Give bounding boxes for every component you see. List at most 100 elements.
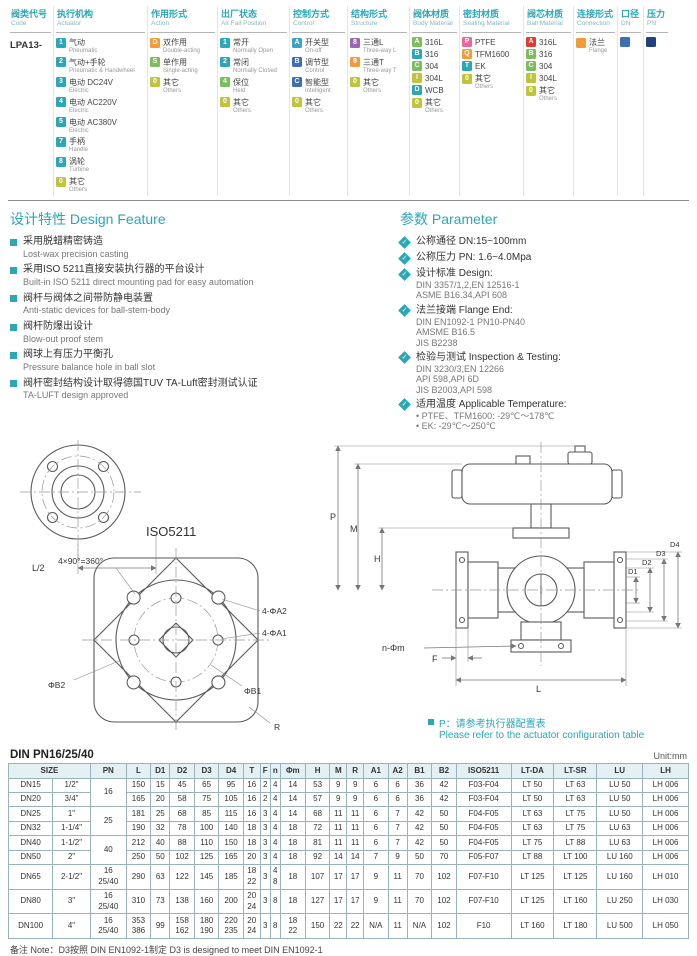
- dimension-cell: LU 50: [596, 791, 644, 808]
- dimension-cell: 220 235: [218, 913, 244, 940]
- code-label-cn: 常闭: [233, 57, 249, 67]
- dimension-cell: LU 50: [596, 777, 644, 793]
- code-label-en: Single-acting: [163, 67, 198, 74]
- size-dn-cell: DN100: [7, 913, 54, 940]
- dimension-cell: 42: [406, 806, 433, 822]
- pn-cell: 16 25/40: [89, 913, 127, 940]
- code-square: B: [526, 49, 536, 59]
- dimension-cell: 99: [150, 913, 171, 940]
- code-label-cn: 其它: [233, 97, 249, 107]
- dimension-cell: 18: [279, 835, 306, 851]
- dimension-cell: 65: [193, 777, 220, 793]
- dimension-cell: 73: [150, 888, 171, 915]
- code-label-en: Electric: [69, 127, 89, 134]
- dimension-cell: 9: [363, 888, 389, 915]
- dimension-cell: 250: [125, 849, 152, 865]
- code-label-cn: WCB: [425, 85, 444, 95]
- code-square: I: [412, 73, 422, 83]
- dimension-cell: 9: [329, 791, 348, 808]
- code-square: D: [150, 37, 160, 48]
- code-label-en: Normally Closed: [233, 67, 278, 74]
- dimension-cell: F03-F04: [455, 791, 512, 808]
- pn-cell: 25: [89, 806, 127, 837]
- column-title-en: Sealing Material: [463, 20, 510, 27]
- dimension-cell: F05-F07: [455, 849, 512, 865]
- dimension-cell: 3: [259, 806, 271, 822]
- size-inch-cell: 1-1/2": [52, 835, 91, 851]
- code-label-en: Others: [69, 187, 88, 194]
- coding-column-body: [620, 33, 641, 47]
- column-header: H: [304, 762, 331, 779]
- dimension-cell: 150: [218, 835, 244, 851]
- code-square: C: [412, 61, 422, 71]
- column-title-cn: 结构形式: [351, 9, 388, 19]
- dimension-cell: LT 100: [553, 849, 598, 865]
- feature-text-cn: 采用ISO 5211直接安装执行器的平台设计: [23, 264, 205, 276]
- code-square: I: [526, 73, 536, 83]
- feature-text-en: Anti-static devices for ball-stem-body: [23, 305, 171, 316]
- size-dn-cell: DN40: [7, 835, 54, 851]
- code-label-en: Pneumatic & Handwheel: [69, 67, 135, 74]
- dimension-cell: 11: [387, 863, 408, 890]
- dimension-cell: LT 63: [510, 820, 555, 837]
- parameter-title: 参数 Parameter: [400, 211, 498, 228]
- column-header: F: [259, 762, 271, 779]
- parameter-item-row: ✓公称压力 PN: 1.6~4.0Mpa: [398, 251, 687, 265]
- feature-text-en: Built-in ISO 5211 direct mounting pad fo…: [23, 276, 254, 287]
- dimension-cell: LT 160: [553, 888, 598, 915]
- column-header: R: [346, 762, 365, 779]
- code-label-cn: 304: [539, 61, 553, 71]
- code-square: B: [412, 49, 422, 59]
- d3-dim-label: D3: [656, 549, 666, 558]
- dimension-cell: N/A: [363, 913, 389, 940]
- code-square: C: [526, 61, 536, 71]
- parameter-text-sub: AMSME B16.5: [416, 327, 476, 338]
- corner-radius-label: R: [274, 722, 280, 732]
- code-square: 0: [350, 77, 360, 88]
- code-label-cn: 316L: [539, 37, 557, 47]
- dimension-cell: 14: [279, 791, 306, 808]
- dimension-cell: LH 006: [642, 849, 689, 865]
- pn-cell: 40: [89, 835, 127, 865]
- column-title-cn: 控制方式: [293, 9, 330, 19]
- dimension-cell: 115: [218, 806, 244, 822]
- size-inch-cell: 3": [52, 888, 91, 915]
- code-square: A: [292, 37, 302, 48]
- code-label-cn: 其它: [163, 77, 179, 87]
- footnote: 备注 Note：D3按照 DIN EN1092-1制定 D3 is design…: [10, 945, 323, 956]
- dimension-cell: 4: [269, 791, 281, 808]
- size-inch-cell: 1/2": [52, 777, 91, 793]
- dimension-cell: 165: [125, 791, 152, 808]
- code-square: 2: [56, 57, 66, 68]
- code-square: 0: [220, 97, 230, 108]
- dimension-cell: 50: [150, 849, 171, 865]
- bullet-square-icon: [428, 719, 434, 726]
- feature-text-cn: 阀杆密封结构设计取得德国TUV TA-Luft密封测试认证: [23, 377, 258, 389]
- actuator-note-cn: P：请参考执行器配置表: [439, 718, 546, 730]
- column-title-cn: 密封材质: [463, 9, 500, 19]
